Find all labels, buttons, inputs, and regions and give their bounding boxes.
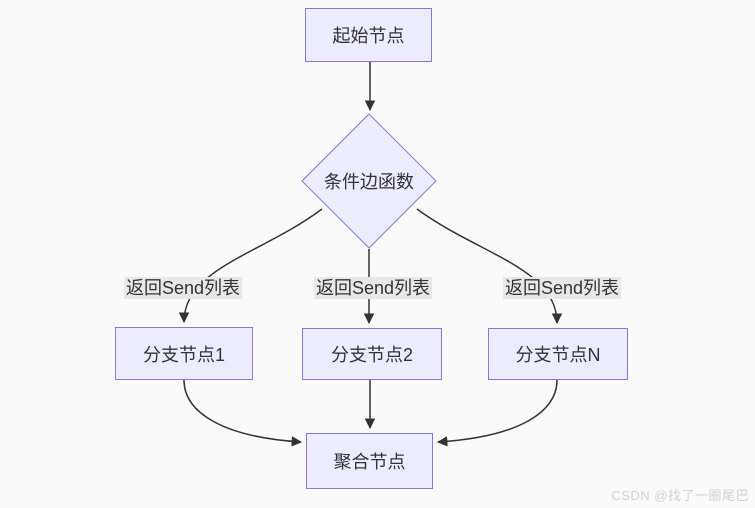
edge-branchN-to-aggregate [436,379,558,447]
edge-label-branch2: 返回Send列表 [313,277,433,299]
node-aggregate: 聚合节点 [306,433,433,489]
edge-label-branch1: 返回Send列表 [123,277,243,299]
node-branch1: 分支节点1 [115,327,253,380]
node-condition-label: 条件边函数 [324,172,414,192]
node-branch2: 分支节点2 [302,328,442,380]
edge-label-branchN: 返回Send列表 [502,277,622,299]
node-branchN: 分支节点N [488,328,628,380]
edge-condition-to-branch1 [178,208,323,324]
edge-branch1-to-aggregate [183,379,303,447]
csdn-watermark: CSDN @找了一圈尾巴 [611,488,749,503]
edge-condition-to-branchN [416,208,563,325]
node-condition-diamond-shape [301,113,437,249]
node-start: 起始节点 [305,8,432,62]
